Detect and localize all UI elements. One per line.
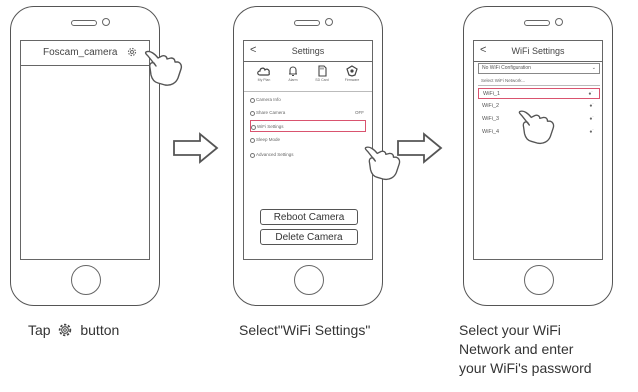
row-label: WiFi Settings — [257, 124, 284, 129]
settings-nav-bar: < Settings — [244, 41, 372, 62]
wifi-network-2[interactable]: WiFi_2 ●˙ — [478, 101, 600, 112]
page-title: Settings — [291, 46, 325, 56]
feature-firmware[interactable]: Firmware — [340, 65, 364, 89]
phone-step-2: < Settings My Plan Alarm SD — [233, 6, 383, 306]
wifi-lock-icon: ●˙ — [589, 116, 594, 122]
wifi-config-dropdown[interactable]: No WiFi Configuration ⌄ — [478, 63, 600, 74]
settings-row-camera-info[interactable]: Camera Info — [250, 94, 366, 106]
row-icon — [251, 125, 256, 130]
reboot-camera-button[interactable]: Reboot Camera — [260, 209, 358, 225]
row-value: OFF — [355, 110, 364, 115]
phone-camera — [555, 18, 563, 26]
phone-step-3: < WiFi Settings No WiFi Configuration ⌄ … — [463, 6, 613, 306]
delete-camera-button[interactable]: Delete Camera — [260, 229, 358, 245]
wifi-lock-icon: ●˙ — [589, 103, 594, 109]
bell-icon — [289, 66, 297, 77]
phone-camera — [102, 18, 110, 26]
network-name: WiFi_3 — [482, 116, 500, 122]
settings-row-advanced-settings[interactable]: Advanced Settings — [250, 149, 366, 161]
row-icon — [250, 111, 255, 116]
row-label: Advanced Settings — [256, 152, 294, 157]
wifi-nav-bar: < WiFi Settings — [474, 41, 602, 62]
settings-row-share-camera[interactable]: Share Camera OFF — [250, 107, 366, 119]
chevron-down-icon: ⌄ — [591, 65, 596, 71]
camera-list-header[interactable]: Foscam_camera — [21, 41, 149, 66]
caption-step-1: Tap button — [28, 321, 119, 340]
caption-step-3: Select your WiFi Network and enter your … — [459, 321, 592, 378]
caption-line: Select your WiFi — [459, 322, 561, 338]
shield-icon — [346, 65, 358, 77]
settings-row-sleep-mode[interactable]: Sleep Mode — [250, 134, 366, 146]
dropdown-value: No WiFi Configuration — [482, 65, 531, 71]
network-name: WiFi_4 — [482, 129, 500, 135]
wifi-network-3[interactable]: WiFi_3 ●˙ — [478, 114, 600, 125]
back-button[interactable]: < — [480, 44, 487, 56]
phone-screen-3: < WiFi Settings No WiFi Configuration ⌄ … — [473, 40, 603, 260]
feature-label: SD Card — [315, 78, 329, 82]
feature-alarm[interactable]: Alarm — [281, 65, 305, 89]
sd-card-icon — [318, 65, 327, 77]
feature-label: My Plan — [257, 78, 271, 82]
phone-camera — [325, 18, 333, 26]
wifi-network-1[interactable]: WiFi_1 ●˙ — [478, 88, 600, 99]
phone-step-1: Foscam_camera — [10, 6, 160, 306]
back-button[interactable]: < — [250, 44, 257, 56]
row-icon — [250, 153, 255, 158]
row-label: Camera Info — [256, 97, 281, 102]
select-network-label: Select WiFi Network... — [478, 76, 600, 86]
arrow-right-icon — [397, 132, 443, 164]
feature-label: Firmware — [344, 78, 360, 82]
wifi-network-4[interactable]: WiFi_4 ●˙ — [478, 127, 600, 138]
feature-sd-card[interactable]: SD Card — [310, 65, 334, 89]
row-label: Share Camera — [256, 110, 286, 115]
row-icon — [250, 138, 255, 143]
settings-row-wifi-settings[interactable]: WiFi Settings — [250, 120, 366, 132]
wifi-lock-icon: ●˙ — [589, 129, 594, 135]
caption-text: Tap — [28, 322, 51, 338]
home-button[interactable] — [71, 265, 101, 295]
hand-pointer-icon — [364, 146, 401, 181]
feature-icon-row: My Plan Alarm SD Card Fir — [244, 63, 372, 92]
hand-pointer-icon — [518, 110, 555, 145]
caption-line: Network and enter — [459, 341, 574, 357]
page-title: WiFi Settings — [511, 46, 565, 56]
phone-speaker — [294, 20, 320, 26]
phone-screen-2: < Settings My Plan Alarm SD — [243, 40, 373, 260]
wifi-lock-icon: ●˙ — [588, 91, 593, 97]
gear-icon — [59, 323, 72, 337]
gear-icon[interactable] — [126, 46, 138, 58]
home-button[interactable] — [294, 265, 324, 295]
network-name: WiFi_1 — [483, 91, 501, 97]
row-label: Sleep Mode — [256, 137, 281, 142]
phone-speaker — [524, 20, 550, 26]
phone-screen-1: Foscam_camera — [20, 40, 150, 260]
phone-speaker — [71, 20, 97, 26]
cloud-icon — [257, 67, 271, 76]
caption-text: button — [80, 322, 120, 338]
camera-name: Foscam_camera — [43, 47, 118, 58]
hand-pointer-icon — [144, 50, 183, 86]
feature-my-plan[interactable]: My Plan — [252, 65, 276, 89]
feature-label: Alarm — [288, 78, 298, 82]
arrow-right-icon — [173, 132, 219, 164]
caption-line: your WiFi's password — [459, 360, 592, 376]
home-button[interactable] — [524, 265, 554, 295]
row-icon — [250, 98, 255, 103]
network-name: WiFi_2 — [482, 103, 500, 109]
caption-step-2: Select"WiFi Settings" — [239, 322, 371, 338]
